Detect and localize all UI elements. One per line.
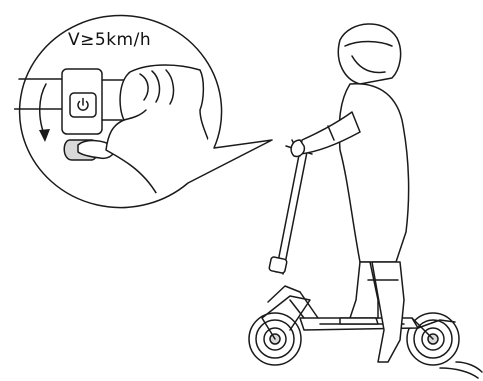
speed-condition-label: V≥5km/h xyxy=(68,30,151,50)
rider-hand xyxy=(291,140,304,156)
motion-lines xyxy=(440,362,482,378)
rider xyxy=(291,24,409,362)
torso xyxy=(339,84,408,262)
front-fork xyxy=(262,286,310,339)
steering-stem xyxy=(276,150,307,274)
helmet-icon xyxy=(338,24,400,84)
stem-clamp xyxy=(269,256,288,273)
shoe-front xyxy=(340,318,378,324)
